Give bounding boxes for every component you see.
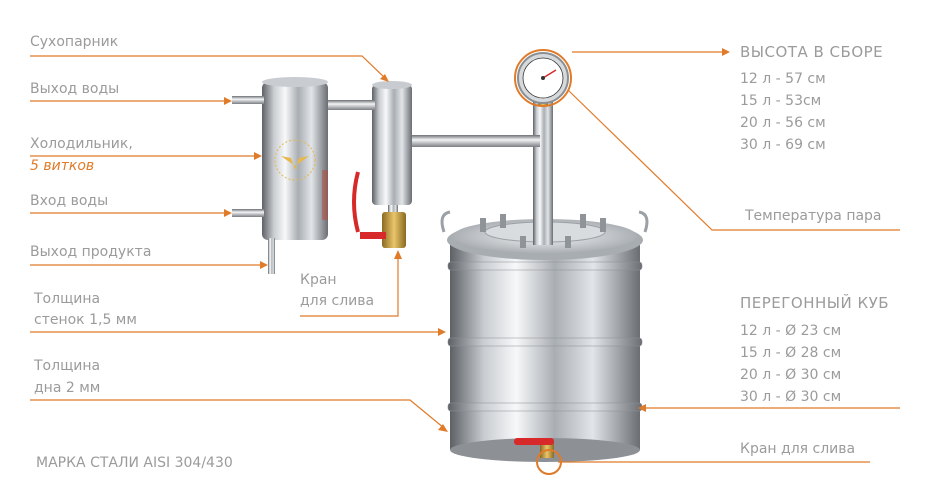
handle-right [638,210,649,233]
label-drain-tap-bottom: Кран для слива [740,441,856,457]
height-spec-title: ВЫСОТА В СБОРЕ [740,43,884,61]
label-bottom-thickness-1: Толщина [34,358,101,374]
gauge-icon [514,49,572,107]
height-spec-list: 12 л - 57 см 15 л - 53см 20 л - 56 см 30… [740,68,826,156]
label-water-in: Вход воды [30,193,109,209]
label-steel-grade: МАРКА СТАЛИ AISI 304/430 [36,455,233,471]
label-wall-thickness-1: Толщина [34,291,101,307]
eagle-logo [274,139,316,181]
label-product-out: Выход продукта [30,244,152,260]
product-out-pipe [268,238,275,274]
height-spec-row: 15 л - 53см [740,93,822,109]
label-drain-tap-2: для слива [300,293,375,309]
height-spec-row: 20 л - 56 см [740,115,826,131]
still-spec-row: 15 л - Ø 28 см [740,345,842,361]
boiler-ridge [447,337,643,347]
handle-left [440,210,451,233]
still-spec-row: 30 л - Ø 30 см [740,389,842,405]
drain-tap-body [382,212,406,248]
height-spec-row: 30 л - 69 см [740,137,826,153]
label-water-out: Выход воды [30,81,120,97]
steam-pipe-horizontal [410,135,540,147]
still-spec-row: 12 л - Ø 23 см [740,323,842,339]
label-steam-temp: Температура пара [745,208,882,224]
bottom-tap-handle [514,438,554,445]
boiler-ridge [447,402,643,412]
still-spec-title: ПЕРЕГОННЫЙ КУБ [740,294,890,312]
label-drain-tap-1: Кран [300,272,337,288]
water-out-pipe [232,96,264,104]
water-in-pipe [232,209,264,217]
height-spec-row: 12 л - 57 см [740,71,826,87]
dry-steamer [372,85,412,205]
still-spec-row: 20 л - Ø 30 см [740,367,842,383]
drain-tap-handle [360,232,386,239]
label-cooler-turns: 5 витков [30,158,95,174]
boiler-ridge [447,261,643,271]
cooler [262,82,328,240]
steam-column [533,100,553,245]
still-spec-list: 12 л - Ø 23 см 15 л - Ø 28 см 20 л - Ø 3… [740,320,841,408]
boiler [440,210,649,462]
label-dry-steamer: Сухопарник [30,34,119,50]
bottom-tap-marker [536,449,562,475]
label-cooler: Холодильник, [30,136,133,152]
label-wall-thickness-2: стенок 1,5 мм [34,312,137,328]
label-bottom-thickness-2: дна 2 мм [34,380,101,396]
